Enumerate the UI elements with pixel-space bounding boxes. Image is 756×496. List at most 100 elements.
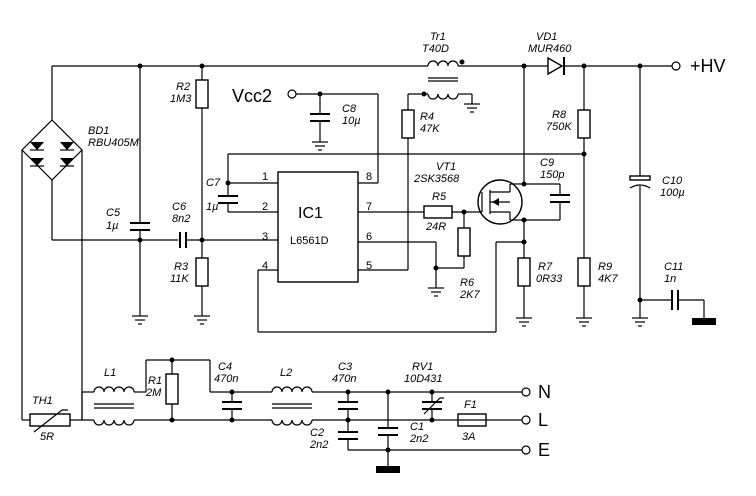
c11-value: 1n: [664, 273, 676, 285]
resistor-r9: R9 4K7: [576, 257, 618, 327]
c2-value: 2n2: [309, 439, 328, 451]
terminal-n: N: [521, 382, 551, 402]
resistor-r8: R8 750K: [546, 66, 591, 258]
l1-ref: L1: [104, 367, 116, 379]
ic1-pin-7: 7: [366, 201, 372, 213]
r6-ref: R6: [460, 277, 475, 289]
ic1-pin-5: 5: [366, 260, 372, 272]
c11-ref: C11: [664, 261, 683, 273]
r5-value: 24R: [425, 221, 446, 233]
resistor-r4: R4 47K: [401, 94, 440, 139]
ic1-pin-3: 3: [262, 231, 268, 243]
ic1-part: L6561D: [290, 235, 329, 247]
c6-ref: C6: [172, 201, 187, 213]
rv1-ref: RV1: [412, 361, 433, 373]
rv1-value: 10D431: [404, 373, 443, 385]
capacitor-c6: C6 8n2: [172, 201, 278, 248]
c10-value: 100µ: [660, 187, 685, 199]
thermistor-th1: TH1 5R: [22, 395, 94, 443]
bd1-value: RBU405M: [88, 137, 140, 149]
vcc2-label: Vcc2: [232, 86, 272, 106]
c1-ref: C1: [410, 421, 424, 433]
c3-value: 470n: [332, 373, 356, 385]
hv-terminal: +HV: [671, 56, 726, 76]
capacitor-c3: C3 470n: [332, 361, 358, 420]
c5-value: 1µ: [106, 220, 118, 232]
bridge-rectifier-bd1: BD1 RBU405M: [21, 66, 140, 420]
c9-value: 150p: [540, 169, 564, 181]
c2-ref: C2: [310, 427, 324, 439]
inductor-l1: L1: [82, 367, 135, 426]
c3-ref: C3: [338, 361, 353, 373]
ic1-pin-8: 8: [366, 171, 372, 183]
tr1-value: T40D: [422, 43, 449, 55]
top-rail: [52, 63, 672, 69]
r2-value: 1M3: [170, 93, 192, 105]
c6-value: 8n2: [172, 213, 190, 225]
resistor-r5: R5 24R: [423, 191, 472, 233]
capacitor-c7: C7 1µ: [206, 177, 238, 213]
ic1-name: IC1: [298, 205, 323, 222]
resistor-r7: R7 0R33: [516, 257, 563, 327]
r8-value: 750K: [546, 121, 572, 133]
c7-ref: C7: [206, 177, 221, 189]
vd1-ref: VD1: [536, 31, 557, 43]
diode-vd1: VD1 MUR460: [528, 31, 572, 76]
vd1-value: MUR460: [528, 43, 572, 55]
c4-value: 470n: [214, 373, 238, 385]
capacitor-c11: C11 1n: [640, 261, 716, 325]
r3-ref: R3: [174, 261, 189, 273]
th1-ref: TH1: [32, 395, 53, 407]
c8-ref: C8: [342, 103, 357, 115]
c5-ref: C5: [106, 207, 121, 219]
capacitor-c1: C1 2n2: [376, 392, 428, 473]
capacitor-c4: C4 470n: [214, 361, 242, 420]
r3-value: 11K: [170, 273, 189, 285]
r7-value: 0R33: [536, 273, 563, 285]
th1-value: 5R: [40, 431, 54, 443]
c8-value: 10µ: [342, 115, 361, 127]
r9-value: 4K7: [598, 273, 618, 285]
r2-ref: R2: [176, 81, 190, 93]
r9-ref: R9: [598, 261, 612, 273]
ic1-l6561d: IC1 L6561D 1 2 3 4 5 6 7 8: [262, 171, 372, 283]
ic1-pin-6: 6: [366, 231, 372, 243]
r5-ref: R5: [432, 191, 447, 203]
capacitor-c10: C10 100µ: [629, 66, 685, 327]
c7-value: 1µ: [206, 201, 218, 213]
hv-label: +HV: [690, 56, 726, 76]
mosfet-vt1: VT1 2SK3568: [413, 66, 527, 258]
r1-ref: R1: [148, 375, 162, 387]
n-label: N: [538, 382, 551, 402]
capacitor-c9: C9 150p: [524, 157, 570, 221]
r6-value: 2K7: [459, 289, 480, 301]
ic1-pin-4: 4: [262, 260, 268, 272]
c9-ref: C9: [540, 157, 554, 169]
inductor-l2: L2: [271, 367, 313, 426]
capacitor-c2: C2 2n2: [309, 420, 358, 451]
vt1-value: 2SK3568: [413, 173, 460, 185]
capacitor-c8: C8 10µ: [310, 94, 361, 151]
l2-ref: L2: [280, 367, 292, 379]
f1-ref: F1: [464, 399, 477, 411]
c1-value: 2n2: [409, 433, 428, 445]
c10-ref: C10: [662, 175, 683, 187]
r7-ref: R7: [538, 261, 553, 273]
capacitor-c5: C5 1µ: [106, 63, 150, 325]
terminal-l: L: [521, 410, 548, 430]
vt1-ref: VT1: [436, 161, 456, 173]
r4-value: 47K: [420, 123, 440, 135]
r8-ref: R8: [552, 109, 567, 121]
l-label: L: [538, 410, 548, 430]
terminal-e: E: [521, 440, 550, 460]
r4-ref: R4: [420, 111, 434, 123]
vcc2-terminal: Vcc2: [232, 86, 378, 106]
bd1-ref: BD1: [88, 125, 109, 137]
r1-value: 2M: [145, 387, 162, 399]
transformer-tr1: Tr1 T40D: [408, 31, 480, 113]
resistor-r2: R2 1M3: [170, 66, 209, 258]
fuse-f1: F1 3A: [457, 399, 487, 443]
e-label: E: [538, 440, 550, 460]
tr1-ref: Tr1: [430, 31, 446, 43]
